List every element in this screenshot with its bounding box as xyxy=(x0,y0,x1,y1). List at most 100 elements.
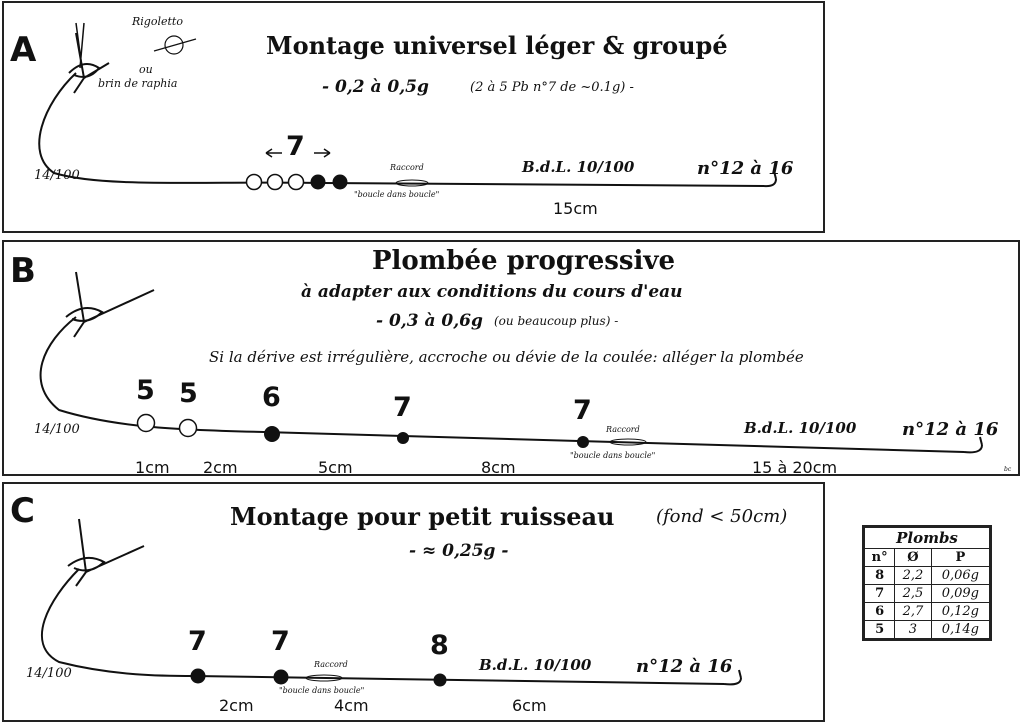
loop-connector xyxy=(305,674,343,682)
line-diameter: 14/100 xyxy=(34,422,80,437)
hook-size: n°12 à 16 xyxy=(697,158,794,179)
distance-label: 8cm xyxy=(481,458,516,477)
legend-cell: 0,14g xyxy=(930,620,991,639)
hook-size: n°12 à 16 xyxy=(902,419,999,440)
shot-open xyxy=(287,173,305,191)
shot-size: 7 xyxy=(271,626,290,657)
legend-row: 7 2,5 0,09g xyxy=(863,584,991,603)
panel-title: Plombée progressive xyxy=(372,246,676,276)
line-diameter: 14/100 xyxy=(34,168,80,183)
float-knot xyxy=(65,271,155,338)
rigoletto-label: Rigoletto xyxy=(132,15,183,28)
connector-label: Raccord xyxy=(314,660,348,669)
shot-open xyxy=(178,418,198,438)
shot-filled xyxy=(190,668,206,684)
legend-header: n° xyxy=(863,548,896,567)
leader-label: B.d.L. 10/100 xyxy=(522,158,635,176)
legend-cell: 7 xyxy=(863,584,896,603)
legend-row: 6 2,7 0,12g xyxy=(863,602,991,621)
hook-size: n°12 à 16 xyxy=(636,656,733,677)
panel-title: Montage universel léger & groupé xyxy=(266,31,728,60)
legend-cell: 0,09g xyxy=(930,584,991,603)
shot-size: 7 xyxy=(393,392,412,423)
advice-text: Si la dérive est irrégulière, accroche o… xyxy=(209,348,804,366)
legend-row: 8 2,2 0,06g xyxy=(863,566,991,585)
legend-cell: 2,5 xyxy=(894,584,932,603)
legend-cell: 3 xyxy=(894,620,932,639)
title-note: (fond < 50cm) xyxy=(656,506,788,527)
distance-label: 2cm xyxy=(219,696,254,715)
rig-b-drawing xyxy=(39,271,983,454)
shot-size: 8 xyxy=(430,630,449,661)
legend-cell: 5 xyxy=(863,620,896,639)
shot-filled xyxy=(397,432,409,444)
panel-c: C Montage pour petit ruisseau (fond < 50… xyxy=(2,482,825,722)
shot-size: 6 xyxy=(262,382,281,413)
distance-label: 5cm xyxy=(318,458,353,477)
panel-letter: C xyxy=(10,491,35,531)
shot-size: 5 xyxy=(136,375,155,406)
loop-connector xyxy=(609,438,647,446)
hook xyxy=(763,170,777,188)
distance-label: 15 à 20cm xyxy=(752,458,838,477)
panel-a: A Montage universel léger & groupé - 0,2… xyxy=(2,1,825,233)
arrow-left xyxy=(265,148,282,158)
shot-size: 7 xyxy=(573,395,592,426)
shot-size: 7 xyxy=(286,131,305,162)
shot-size: 7 xyxy=(188,626,207,657)
arrow-right xyxy=(314,148,331,158)
shot-open xyxy=(136,413,156,433)
panel-b: B Plombée progressive à adapter aux cond… xyxy=(2,240,1020,477)
panel-letter: A xyxy=(10,30,37,70)
main-line xyxy=(40,568,725,685)
float-stem xyxy=(75,22,85,69)
legend-cell: 0,06g xyxy=(930,566,991,585)
connector-label: Raccord xyxy=(606,425,640,434)
legend-cell: 0,12g xyxy=(930,602,991,621)
legend-row: 5 3 0,14g xyxy=(863,620,991,639)
legend-cell: 2,2 xyxy=(894,566,932,585)
distance-label: 1cm xyxy=(135,458,170,477)
shot-filled xyxy=(433,673,447,687)
line-diameter: 14/100 xyxy=(26,666,72,681)
float-knot xyxy=(67,518,145,587)
weight-range: - 0,3 à 0,6g xyxy=(376,311,483,331)
weight-range: - 0,2 à 0,5g xyxy=(322,77,429,97)
connector-label: Raccord xyxy=(390,163,424,172)
loop-label: "boucle dans boucle" xyxy=(279,686,365,695)
panel-letter: B xyxy=(10,251,36,291)
shot-open xyxy=(266,173,284,191)
legend-cell: 2,7 xyxy=(894,602,932,621)
shot-filled xyxy=(332,174,348,190)
shot-size: 5 xyxy=(179,378,198,409)
weight-note: (2 à 5 Pb n°7 de ~0.1g) - xyxy=(470,80,634,95)
loop-label: "boucle dans boucle" xyxy=(354,190,440,199)
leader-label: B.d.L. 10/100 xyxy=(479,656,592,674)
panel-title: Montage pour petit ruisseau xyxy=(230,502,615,531)
legend-header: P xyxy=(930,548,991,567)
weight-note: (ou beaucoup plus) - xyxy=(494,314,619,328)
hook xyxy=(723,669,742,686)
shot-filled xyxy=(264,426,280,442)
distance-label: 4cm xyxy=(334,696,369,715)
rig-a-drawing xyxy=(38,22,777,191)
legend-cell: 8 xyxy=(863,566,896,585)
leader-length: 15cm xyxy=(553,199,598,218)
shot-legend: Plombs n° Ø P 8 2,2 0,06g 7 2,5 0,09g 6 … xyxy=(862,525,992,641)
legend-header: Ø xyxy=(894,548,932,567)
or-label: ou xyxy=(139,63,153,76)
loop-label: "boucle dans boucle" xyxy=(570,451,656,460)
weight-range: - ≈ 0,25g - xyxy=(409,541,509,561)
loop-connector xyxy=(395,179,429,187)
panel-subtitle: à adapter aux conditions du cours d'eau xyxy=(301,282,683,302)
distance-label: 2cm xyxy=(203,458,238,477)
legend-cell: 6 xyxy=(863,602,896,621)
shot-filled xyxy=(273,669,289,685)
raffia-label: brin de raphia xyxy=(98,77,178,90)
legend-table: Plombs n° Ø P 8 2,2 0,06g 7 2,5 0,09g 6 … xyxy=(863,527,991,639)
leader-label: B.d.L. 10/100 xyxy=(744,419,857,437)
rig-c-drawing xyxy=(40,518,742,687)
rigoletto-icon xyxy=(153,35,197,55)
hook xyxy=(963,436,983,454)
shot-filled xyxy=(577,436,589,448)
